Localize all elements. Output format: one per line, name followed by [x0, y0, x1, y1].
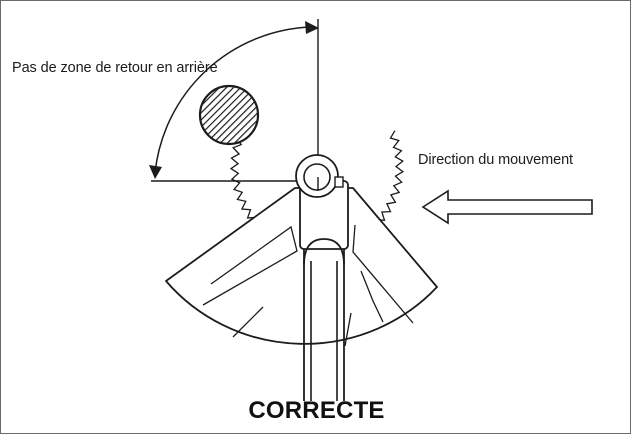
- hatched-circle-icon: [198, 84, 260, 146]
- movement-direction-label: Direction du mouvement: [418, 152, 573, 168]
- guard-shield: [165, 187, 438, 347]
- blade-hub: [295, 154, 344, 198]
- kickback-arc: [154, 26, 312, 174]
- arc-arrowhead-left: [149, 165, 162, 179]
- verdict-title: CORRECTE: [248, 397, 385, 424]
- hollow-arrow-left-icon: [421, 189, 593, 225]
- no-kickback-zone-label: Pas de zone de retour en arrière: [12, 60, 218, 76]
- arc-arrowhead-top: [305, 21, 319, 34]
- shaft: [299, 180, 349, 401]
